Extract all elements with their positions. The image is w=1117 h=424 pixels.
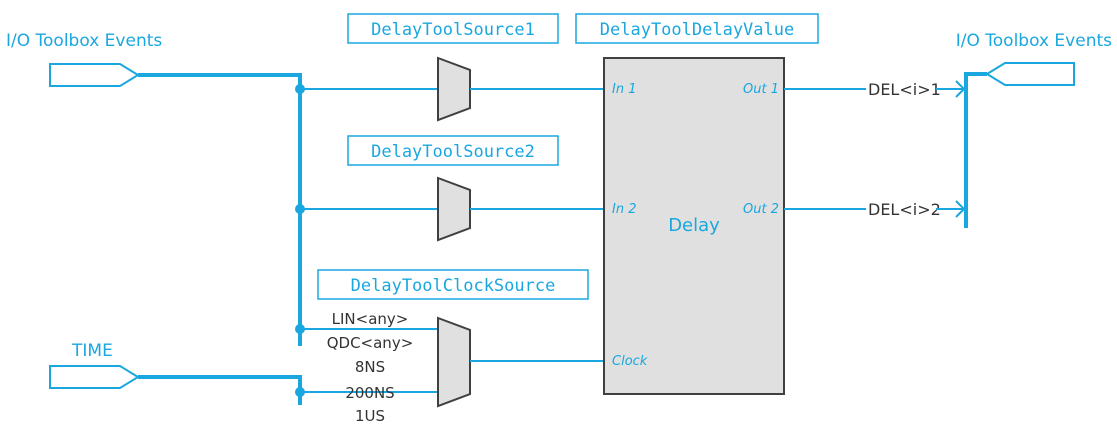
delay-value-label: DelayToolDelayValue bbox=[600, 20, 794, 40]
out2-signal-label: DEL<i>2 bbox=[868, 200, 941, 219]
io-left-port[interactable] bbox=[49, 63, 140, 87]
delay-port-clock: Clock bbox=[612, 354, 648, 369]
time-port[interactable] bbox=[49, 365, 140, 389]
junction-dot bbox=[295, 204, 305, 214]
io-right-label: I/O Toolbox Events bbox=[956, 31, 1112, 51]
clock-option: 1US bbox=[355, 407, 385, 424]
delay-block[interactable] bbox=[603, 57, 785, 395]
junction-dot bbox=[295, 387, 305, 397]
delay-port-out2: Out 2 bbox=[743, 202, 779, 217]
clock-option: LIN<any> bbox=[332, 310, 409, 328]
delay-block-title: Delay bbox=[668, 215, 720, 236]
clock-option: QDC<any> bbox=[327, 334, 414, 352]
source2-mux[interactable] bbox=[437, 176, 471, 242]
source1-box[interactable] bbox=[347, 13, 559, 44]
source2-label: DelayToolSource2 bbox=[371, 142, 535, 162]
clock-source-label: DelayToolClockSource bbox=[351, 276, 556, 296]
source1-mux[interactable] bbox=[437, 56, 471, 122]
clock-option: 8NS bbox=[355, 358, 385, 376]
clock-mux[interactable] bbox=[437, 316, 471, 408]
junction-dot bbox=[295, 324, 305, 334]
out1-signal-label: DEL<i>1 bbox=[868, 80, 941, 99]
delay-port-in2: In 2 bbox=[612, 202, 636, 217]
delay-port-out1: Out 1 bbox=[743, 82, 779, 97]
clock-option: 200NS bbox=[345, 384, 394, 402]
io-left-label: I/O Toolbox Events bbox=[6, 31, 162, 51]
delay-value-box[interactable] bbox=[575, 13, 819, 44]
time-label: TIME bbox=[71, 341, 113, 361]
clock-source-box[interactable] bbox=[317, 269, 589, 300]
source2-box[interactable] bbox=[347, 135, 559, 166]
source1-label: DelayToolSource1 bbox=[371, 20, 535, 40]
delay-port-in1: In 1 bbox=[612, 82, 636, 97]
io-right-port[interactable] bbox=[985, 62, 1075, 86]
junction-dot bbox=[295, 84, 305, 94]
